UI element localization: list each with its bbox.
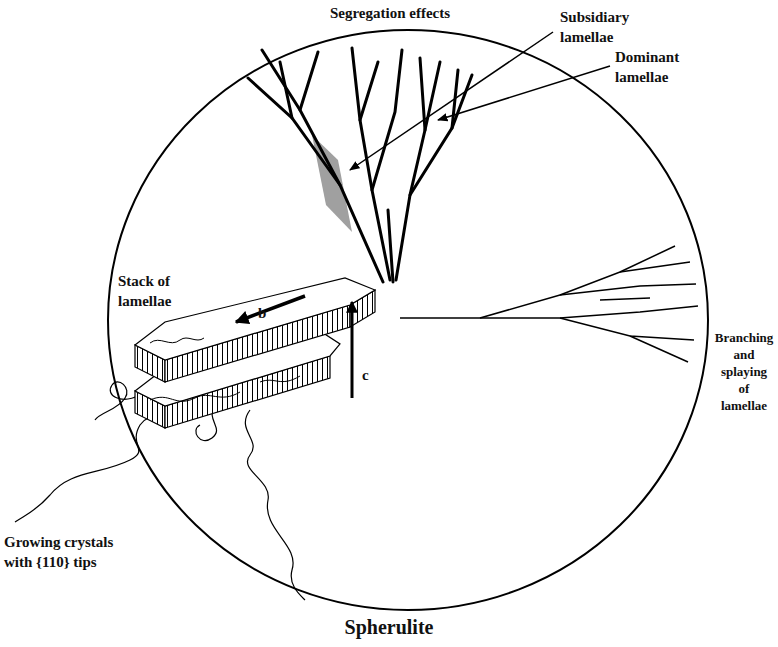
leader-line <box>350 32 553 170</box>
lamella-branch <box>480 284 696 318</box>
caption: Spherulite <box>239 614 539 640</box>
axis-label: c <box>362 366 382 386</box>
axis-label: b <box>258 304 278 324</box>
lamella-branch <box>372 50 402 190</box>
chain-tail <box>245 410 305 600</box>
lamella-branch <box>280 62 292 118</box>
part-label: Stack of lamellae <box>118 272 198 311</box>
lamella-branch <box>360 62 378 120</box>
subsidiary-lamella <box>312 135 352 232</box>
heading-label: Segregation effects <box>290 4 490 24</box>
lamella-branch <box>388 210 393 282</box>
fold-surface <box>150 338 204 343</box>
lamella-branch <box>248 78 340 185</box>
callout-label: Subsidiary lamellae <box>560 8 650 47</box>
chain-loop <box>95 382 140 420</box>
c-axis-arrow <box>351 302 354 398</box>
side-label: Branching and splaying of lamellae <box>714 330 774 414</box>
leader-line <box>438 66 610 120</box>
b-axis-arrow <box>236 296 305 322</box>
dominant-lamellae <box>248 48 472 282</box>
part-label: Growing crystals with {110} tips <box>4 533 139 572</box>
branching-lamellae <box>400 246 698 362</box>
lamella-branch <box>400 306 698 318</box>
callout-label: Dominant lamellae <box>615 48 700 87</box>
lamella-branch <box>620 246 675 272</box>
lamella-branch <box>560 318 694 340</box>
lamella-branch <box>630 336 688 362</box>
lamella-branch <box>600 298 650 300</box>
lamella-branch <box>300 52 318 110</box>
lamella-branch <box>396 62 440 280</box>
lamella-branch <box>560 262 690 295</box>
spherulite-outline <box>108 30 708 610</box>
lamella-branch <box>262 50 383 282</box>
lamella-face <box>135 278 375 360</box>
